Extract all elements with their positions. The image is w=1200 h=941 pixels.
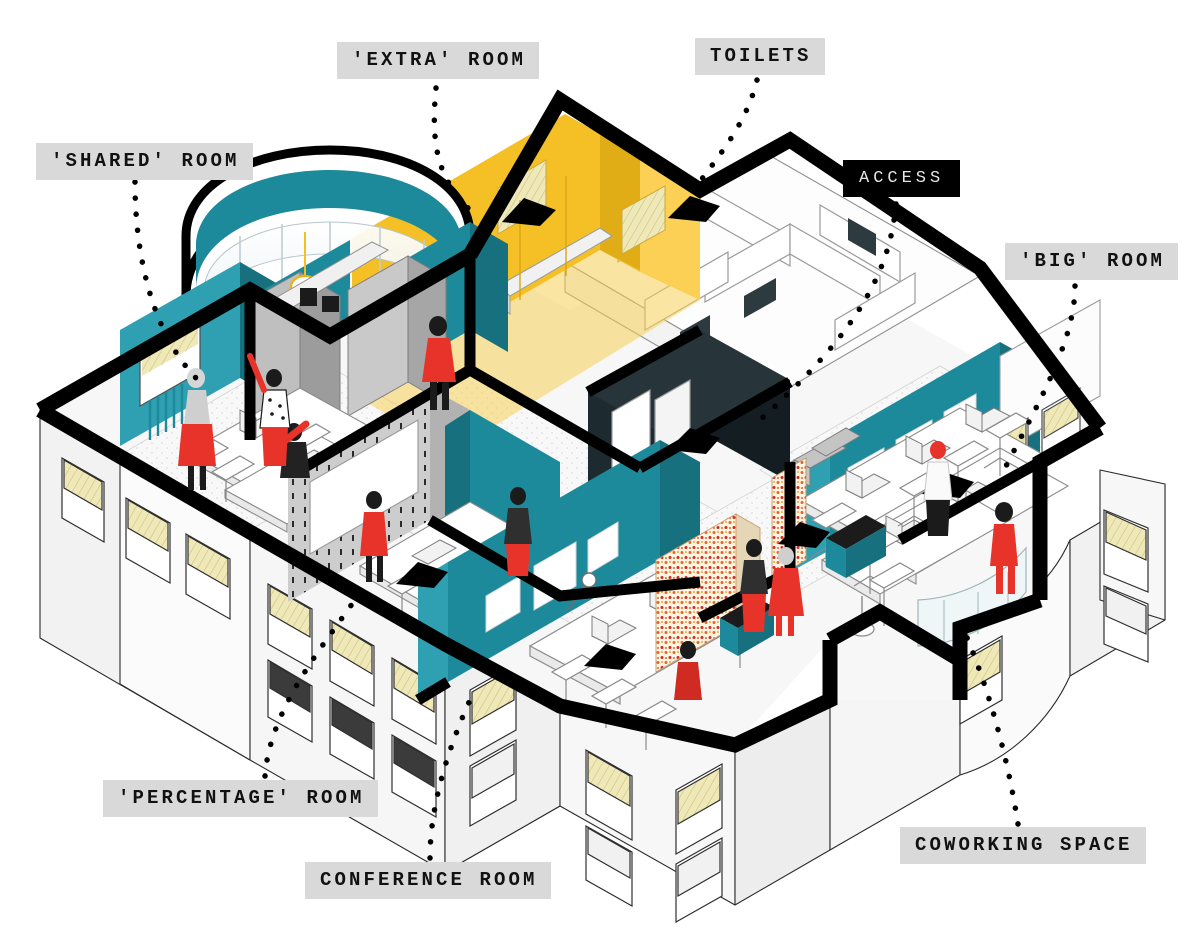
- label-access[interactable]: ACCESS: [843, 160, 961, 197]
- label-shared-room[interactable]: 'SHARED' ROOM: [36, 143, 253, 180]
- label-toilets[interactable]: TOILETS: [695, 38, 825, 75]
- leader-big: [1001, 283, 1078, 473]
- leader-toilets: [687, 77, 760, 199]
- label-percentage-room[interactable]: 'PERCENTAGE' ROOM: [103, 780, 378, 817]
- cut-structural-walls: [36, 89, 1106, 753]
- facade-windows-front: [469, 509, 1149, 924]
- label-conference-room[interactable]: CONFERENCE ROOM: [305, 862, 551, 899]
- label-extra-room[interactable]: 'EXTRA' ROOM: [337, 42, 540, 79]
- leader-shared: [132, 179, 199, 381]
- label-coworking-space[interactable]: COWORKING SPACE: [900, 827, 1146, 864]
- figures: [178, 316, 1018, 700]
- label-big-room[interactable]: 'BIG' ROOM: [1005, 243, 1179, 280]
- leader-access: [757, 201, 899, 423]
- leader-percentage: [262, 601, 355, 779]
- leader-extra: [431, 85, 473, 213]
- leader-conference: [427, 697, 473, 861]
- leader-coworking: [959, 623, 1021, 827]
